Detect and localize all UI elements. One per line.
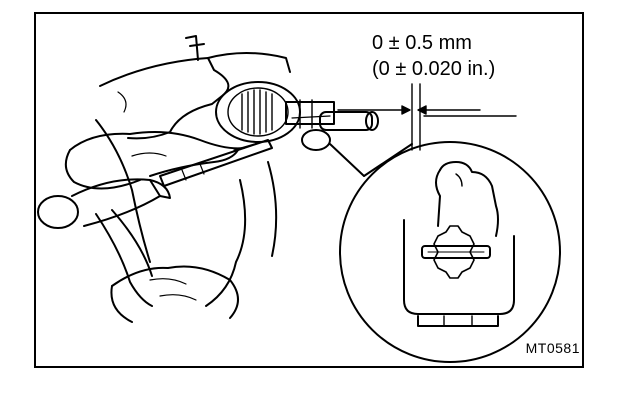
detail-shift-fork bbox=[403, 161, 515, 327]
transmission-housing bbox=[95, 35, 291, 307]
detail-spline-shaft bbox=[433, 225, 475, 279]
clearance-spec-imperial: (0 ± 0.020 in.) bbox=[372, 58, 496, 80]
clearance-spec-metric: 0 ± 0.5 mm bbox=[372, 32, 472, 54]
lower-hand bbox=[110, 265, 239, 323]
upper-hand bbox=[64, 131, 245, 190]
dimension-lines bbox=[337, 83, 517, 151]
pin-punch bbox=[159, 139, 273, 187]
hammer bbox=[37, 178, 171, 307]
detail-roll-pin bbox=[421, 245, 491, 259]
figure-code: MT0581 bbox=[525, 340, 580, 356]
detail-circle bbox=[339, 141, 561, 363]
gear-assembly bbox=[215, 81, 379, 151]
callout-leaders bbox=[329, 143, 413, 177]
